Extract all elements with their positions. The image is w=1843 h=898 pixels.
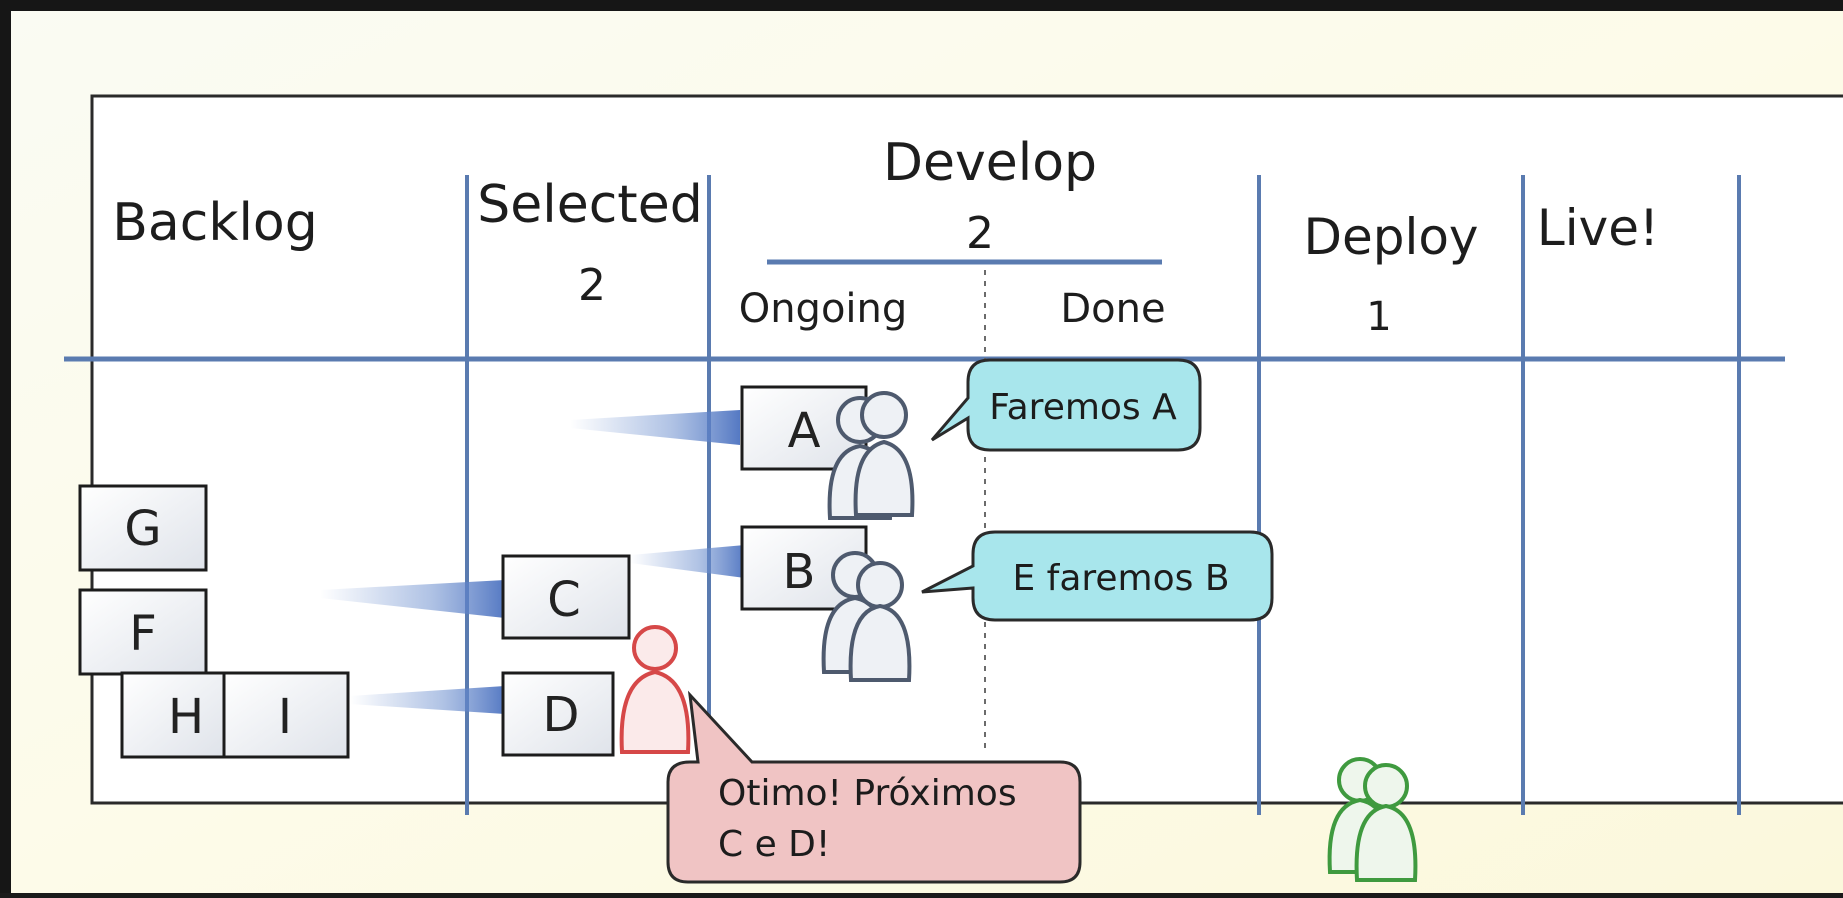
card-i-label: I <box>278 689 292 745</box>
operations-pair-icon <box>1327 757 1418 882</box>
developers-pair-a-icon <box>827 391 915 520</box>
speech-bubble-d-line2: C e D! <box>718 824 830 865</box>
speech-bubble-a-text: Faremos A <box>989 387 1177 428</box>
speech-bubble-d: Otimo! Próximos C e D! <box>666 690 1082 884</box>
manager-person-icon <box>619 625 691 754</box>
card-c[interactable]: C <box>501 554 631 640</box>
wip-limit-deploy: 1 <box>1366 294 1391 340</box>
column-title-selected: Selected <box>477 175 702 235</box>
card-d[interactable]: D <box>501 671 615 757</box>
card-f[interactable]: F <box>78 588 208 676</box>
card-a-label: A <box>788 403 821 459</box>
wip-limit-selected: 2 <box>578 260 606 311</box>
speech-bubble-b-text: E faremos B <box>1012 558 1229 599</box>
card-c-label: C <box>547 572 581 628</box>
card-h-label: H <box>168 689 204 745</box>
pull-arrows <box>320 410 745 714</box>
column-title-deploy: Deploy <box>1303 208 1478 266</box>
developers-pair-b-icon <box>821 551 912 682</box>
card-d-label: D <box>543 687 580 743</box>
speech-bubble-b: E faremos B <box>921 530 1274 622</box>
card-g[interactable]: G <box>78 484 208 572</box>
column-title-live: Live! <box>1537 199 1659 257</box>
pull-arrow-c <box>320 580 505 618</box>
pull-arrow-a <box>570 410 740 445</box>
card-g-label: G <box>124 501 161 557</box>
card-a[interactable]: A <box>740 385 868 471</box>
pull-arrow-d <box>350 686 505 714</box>
column-title-backlog: Backlog <box>112 193 318 253</box>
column-dividers <box>465 175 1741 815</box>
card-i[interactable]: I <box>222 671 350 759</box>
speech-bubble-d-line1: Otimo! Próximos <box>718 773 1017 814</box>
speech-bubble-a: Faremos A <box>930 358 1202 452</box>
card-f-label: F <box>129 606 157 662</box>
card-b-label: B <box>783 544 816 600</box>
pull-arrow-b <box>630 545 745 578</box>
column-title-develop: Develop <box>883 133 1097 193</box>
wip-limit-develop: 2 <box>966 208 994 259</box>
card-h[interactable]: H <box>120 671 226 759</box>
subcolumn-ongoing: Ongoing <box>739 286 908 332</box>
subcolumn-done: Done <box>1060 286 1165 332</box>
